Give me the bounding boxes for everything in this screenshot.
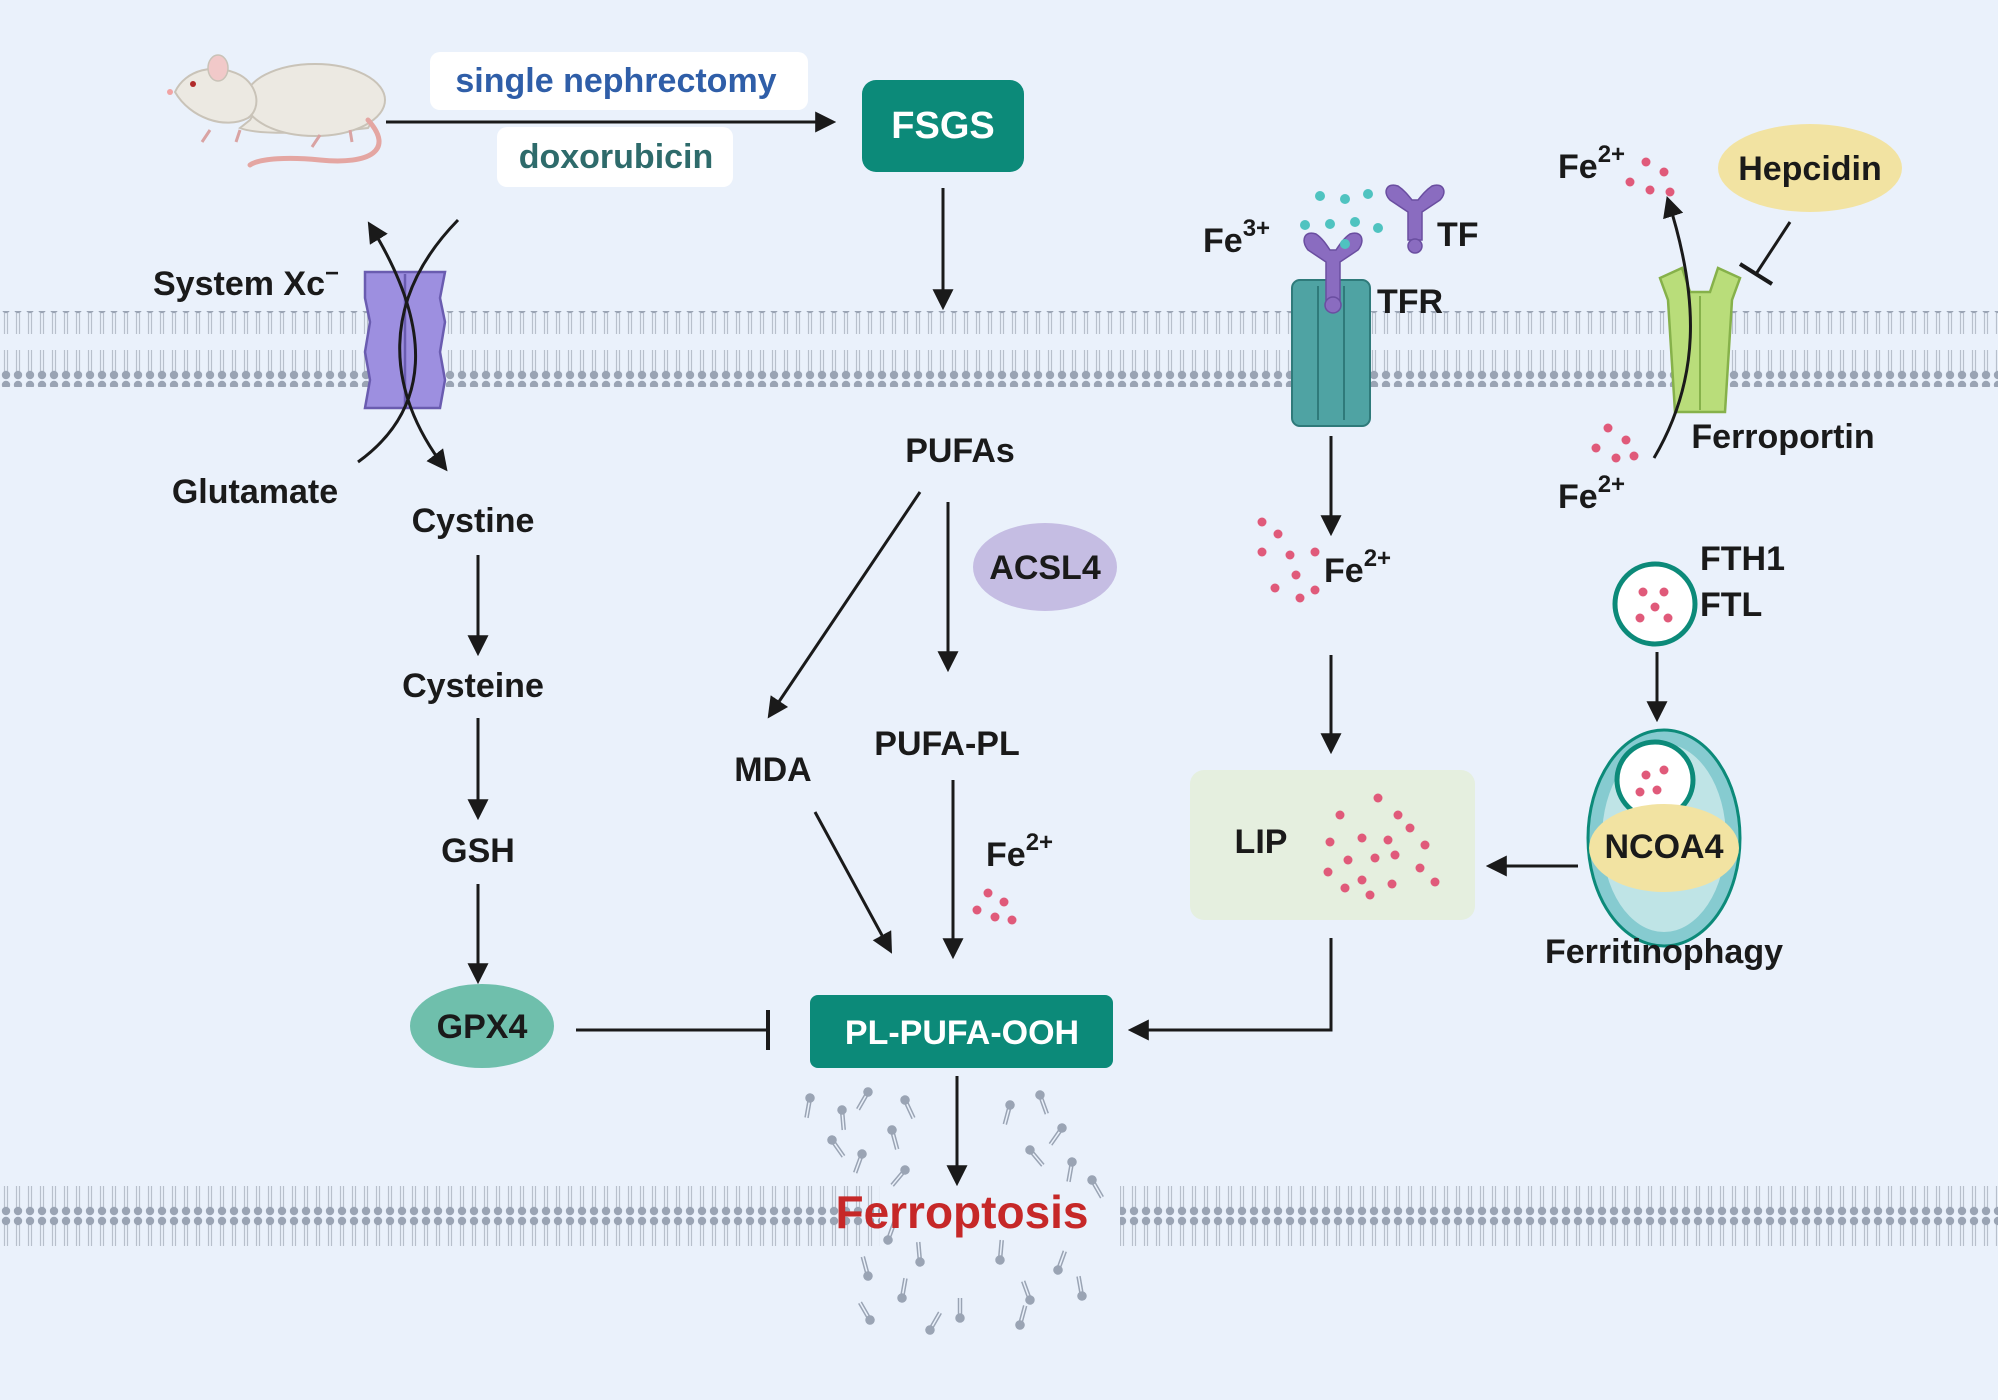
- hepcidin-label: Hepcidin: [1738, 150, 1882, 188]
- tfr-label: TFR: [1377, 283, 1443, 321]
- fth1-label: FTH1: [1700, 540, 1785, 578]
- gpx4-oval: [410, 984, 554, 1068]
- gpx4-label: GPX4: [437, 1008, 528, 1046]
- pufas-label: PUFAs: [905, 432, 1015, 470]
- pl-pufa-ooh-box: [810, 995, 1113, 1068]
- fe2-cytosol-dots: [1257, 517, 1320, 603]
- lip-iron-dots: [1323, 793, 1440, 900]
- ferritin-iron-dots: [1635, 587, 1673, 623]
- system-xc-label: System Xc−: [153, 260, 339, 303]
- pl-pufa-ooh-label: PL-PUFA-OOH: [845, 1014, 1079, 1052]
- fe2-intracellular-dots: [1591, 423, 1639, 463]
- ncoa4-oval: [1589, 804, 1739, 892]
- ferroptosis-label: Ferroptosis: [835, 1186, 1088, 1238]
- fe3-label: Fe3+: [1203, 215, 1270, 260]
- lip-label: LIP: [1235, 823, 1288, 861]
- mda-to-plpufaooh-arrow: [813, 811, 893, 954]
- treatment-label-box-1: [430, 52, 808, 110]
- fsgs-label: FSGS: [891, 105, 994, 147]
- fe2-export-arrow: [1652, 195, 1692, 459]
- fe3-dots: [1300, 189, 1383, 249]
- fe2-extracellular-label: Fe2+: [1558, 141, 1625, 186]
- ftl-label: FTL: [1700, 586, 1762, 624]
- cysteine-label: Cysteine: [402, 667, 544, 705]
- pufas-to-mda-arrow: [767, 491, 922, 719]
- membrane-bottom-right: [1120, 1180, 1998, 1256]
- fe2-cytosol-label: Fe2+: [1324, 545, 1391, 590]
- cystine-label: Cystine: [412, 502, 535, 540]
- cystine-import-arrow: [398, 218, 460, 472]
- ferroportin-channel: [1658, 266, 1742, 414]
- glutamate-export-arrow: [357, 221, 417, 464]
- fe2-extracellular-dots: [1625, 157, 1675, 197]
- treatment-single-nephrectomy: single nephrectomy: [455, 62, 776, 100]
- cell-membrane-top: [0, 311, 1998, 387]
- pufa-pl-label: PUFA-PL: [874, 725, 1019, 763]
- mda-label: MDA: [734, 751, 811, 789]
- hepcidin-inhibits-ferroportin: [1754, 221, 1792, 275]
- rat-icon: [167, 54, 386, 168]
- lip-to-plpufaooh-arrow: [1127, 938, 1333, 1041]
- ruptured-membrane-lipids: [804, 1087, 1104, 1335]
- hepcidin-oval: [1718, 124, 1902, 212]
- ferroportin-label: Ferroportin: [1691, 418, 1874, 456]
- transferrin-icon: [1303, 184, 1445, 314]
- treatment-doxorubicin: doxorubicin: [519, 138, 714, 176]
- ferritinophagy-label: Ferritinophagy: [1545, 933, 1783, 971]
- membrane-bottom-left: [0, 1180, 880, 1256]
- tf-label: TF: [1437, 216, 1479, 254]
- fsgs-box: [862, 80, 1024, 172]
- tfr-receptor: [1291, 279, 1371, 427]
- fe2-middle-dots: [972, 888, 1017, 925]
- ncoa4-label: NCOA4: [1604, 828, 1723, 866]
- acsl4-oval: [973, 523, 1117, 611]
- treatment-label-box-2: [497, 127, 733, 187]
- fe2-middle-label: Fe2+: [986, 829, 1053, 874]
- gsh-label: GSH: [441, 832, 515, 870]
- hepcidin-inhibition-bar: [1738, 262, 1774, 286]
- fe2-intracellular-label: Fe2+: [1558, 471, 1625, 516]
- acsl4-label: ACSL4: [989, 549, 1101, 587]
- glutamate-label: Glutamate: [172, 473, 338, 511]
